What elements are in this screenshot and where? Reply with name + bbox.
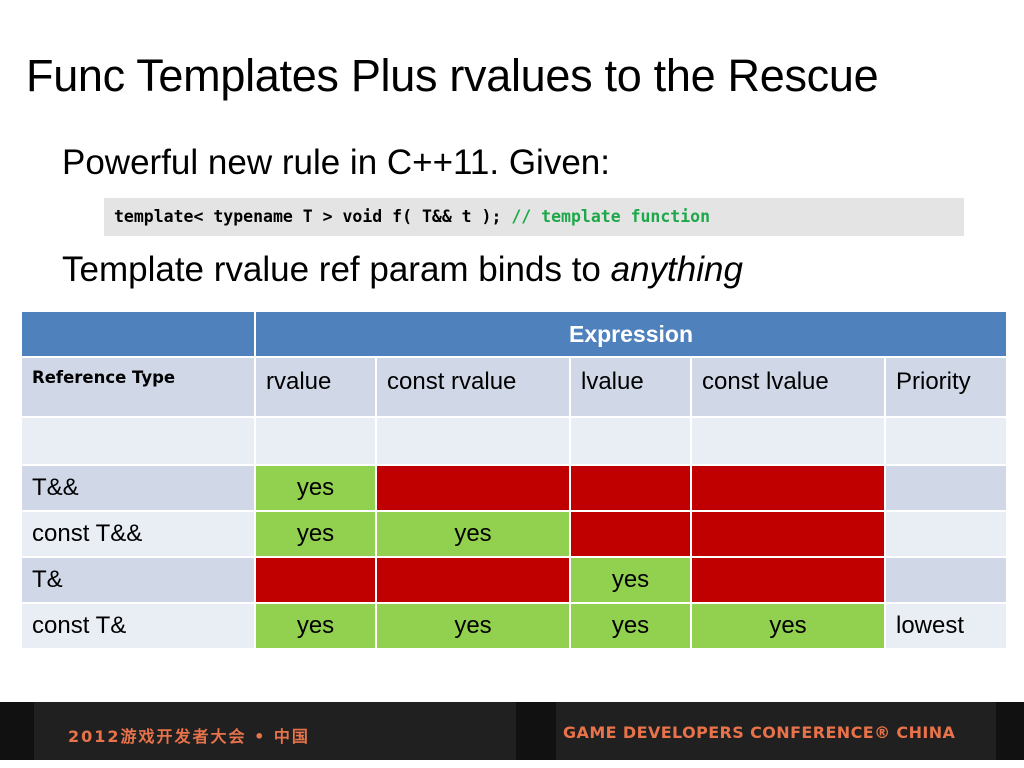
priority-cell	[886, 558, 1006, 602]
empty-cell	[571, 418, 690, 464]
binding-cell	[256, 558, 375, 602]
code-comment: // template function	[511, 207, 711, 226]
binding-cell	[692, 466, 884, 510]
binding-cell: yes	[256, 466, 375, 510]
bullet-binds-emphasis: anything	[610, 250, 743, 289]
table-row: const T&& yes yes	[22, 512, 1006, 556]
reference-type-cell: const T&	[22, 604, 254, 648]
column-header: const rvalue	[377, 358, 569, 416]
binding-cell	[571, 466, 690, 510]
empty-cell	[22, 418, 254, 464]
footer-conference-title: GAME DEVELOPERS CONFERENCE® CHINA	[563, 723, 956, 742]
table-row: T& yes	[22, 558, 1006, 602]
footer-left-panel	[34, 702, 516, 760]
reference-type-cell: T&	[22, 558, 254, 602]
header-row: Expression	[22, 312, 1006, 356]
code-text: template< typename T > void f( T&& t );	[114, 207, 512, 226]
conference-footer: 2012游戏开发者大会 • 中国 GAME DEVELOPERS CONFERE…	[0, 702, 1024, 760]
reference-type-cell: T&&	[22, 466, 254, 510]
column-header-row: Reference Type rvalue const rvalue lvalu…	[22, 358, 1006, 416]
binding-cell: yes	[256, 604, 375, 648]
reference-type-cell: const T&&	[22, 512, 254, 556]
table-row: const T& yes yes yes yes lowest	[22, 604, 1006, 648]
table-row: T&& yes	[22, 466, 1006, 510]
priority-cell: lowest	[886, 604, 1006, 648]
code-snippet: template< typename T > void f( T&& t ); …	[104, 198, 964, 236]
binding-cell: yes	[692, 604, 884, 648]
column-header: rvalue	[256, 358, 375, 416]
expression-header: Expression	[256, 312, 1006, 356]
column-header: Priority	[886, 358, 1006, 416]
column-header: lvalue	[571, 358, 690, 416]
binding-cell	[692, 512, 884, 556]
binding-cell: yes	[377, 512, 569, 556]
priority-cell	[886, 512, 1006, 556]
reference-type-header: Reference Type	[22, 358, 254, 416]
binding-cell	[571, 512, 690, 556]
binding-table: Expression Reference Type rvalue const r…	[20, 310, 1008, 650]
bullet-binds: Template rvalue ref param binds to anyth…	[62, 250, 743, 290]
bullet-binds-text: Template rvalue ref param binds to	[62, 250, 611, 289]
empty-cell	[377, 418, 569, 464]
binding-cell: yes	[571, 558, 690, 602]
header-corner	[22, 312, 254, 356]
binding-cell: yes	[571, 604, 690, 648]
footer-chinese-title: 2012游戏开发者大会 • 中国	[68, 727, 310, 746]
binding-cell	[692, 558, 884, 602]
footer-right-panel	[556, 702, 996, 760]
binding-cell: yes	[256, 512, 375, 556]
binding-cell: yes	[377, 604, 569, 648]
binding-cell	[377, 466, 569, 510]
empty-cell	[886, 418, 1006, 464]
slide-title: Func Templates Plus rvalues to the Rescu…	[26, 50, 879, 101]
bullet-given: Powerful new rule in C++11. Given:	[62, 143, 610, 182]
priority-cell	[886, 466, 1006, 510]
binding-cell	[377, 558, 569, 602]
empty-cell	[256, 418, 375, 464]
column-header: const lvalue	[692, 358, 884, 416]
empty-cell	[692, 418, 884, 464]
spacer-row	[22, 418, 1006, 464]
